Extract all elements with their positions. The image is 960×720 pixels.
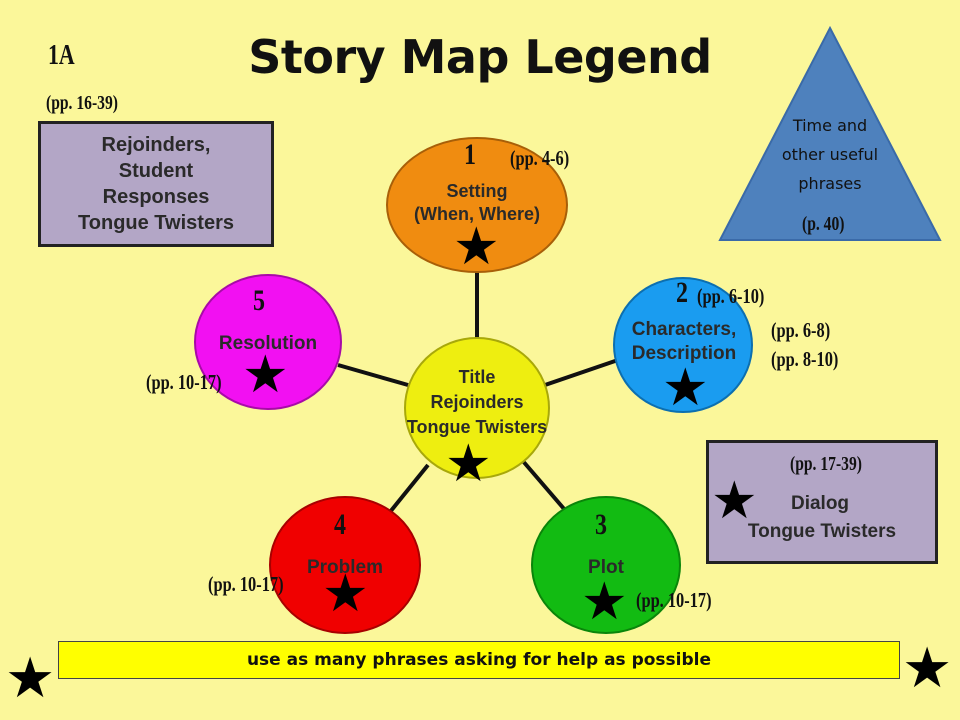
node-setting-line: (When, Where) bbox=[414, 203, 540, 224]
star-icon: ★ bbox=[5, 646, 56, 709]
node-setting-line: Setting bbox=[446, 181, 508, 201]
node-problem-number: 4 bbox=[334, 508, 346, 541]
triangle-pages: (p. 40) bbox=[802, 213, 845, 235]
star-icon: ★ bbox=[711, 472, 758, 530]
top-left-box-pages: (pp. 16-39) bbox=[46, 92, 118, 114]
node-characters-pages: (pp. 6-10) bbox=[697, 284, 765, 308]
star-icon: ★ bbox=[453, 218, 500, 276]
node-setting-label: Setting (When, Where) bbox=[387, 180, 567, 225]
node-plot-label: Plot bbox=[533, 556, 679, 580]
connector-characters bbox=[544, 358, 619, 387]
star-icon: ★ bbox=[902, 636, 953, 699]
connector-resolution bbox=[337, 363, 409, 387]
node-problem-pages: (pp. 10-17) bbox=[208, 572, 284, 596]
node-plot-shape bbox=[531, 496, 681, 634]
triangle-shape bbox=[718, 25, 942, 241]
triangle-line: Time and bbox=[792, 116, 868, 135]
dialog-box-line: Dialog bbox=[790, 493, 850, 514]
page-title: Story Map Legend bbox=[248, 30, 712, 84]
top-left-box-line: Tongue Twisters bbox=[78, 212, 234, 234]
triangle-line: phrases bbox=[798, 173, 862, 193]
star-icon: ★ bbox=[445, 435, 492, 493]
star-icon: ★ bbox=[242, 346, 289, 404]
center-line: Tongue Twisters bbox=[406, 417, 548, 438]
star-icon: ★ bbox=[322, 565, 369, 623]
node-resolution-pages: (pp. 10-17) bbox=[146, 370, 222, 394]
node-resolution-line: Resolution bbox=[218, 333, 318, 354]
connector-problem bbox=[388, 463, 430, 514]
node-problem-label: Problem bbox=[272, 556, 418, 580]
node-characters-label: Characters, Description bbox=[613, 318, 755, 366]
node-problem-line: Problem bbox=[306, 557, 384, 578]
node-characters-line: Description bbox=[631, 342, 737, 364]
node-plot-number: 3 bbox=[595, 508, 607, 541]
dialog-box bbox=[706, 440, 938, 564]
top-left-box-line: Rejoinders, bbox=[101, 134, 211, 156]
node-setting-pages: (pp. 4-6) bbox=[510, 146, 570, 170]
top-left-box-line: Student bbox=[118, 160, 194, 182]
node-plot-pages: (pp. 10-17) bbox=[636, 588, 712, 612]
node-resolution-label: Resolution bbox=[195, 332, 341, 356]
star-icon: ★ bbox=[662, 359, 709, 417]
node-resolution-number: 5 bbox=[253, 284, 265, 317]
top-left-box: Rejoinders, Student Responses Tongue Twi… bbox=[38, 121, 274, 247]
center-line: Rejoinders bbox=[430, 392, 524, 413]
dialog-box-pages: (pp. 17-39) bbox=[790, 453, 862, 475]
node-plot-line: Plot bbox=[588, 557, 624, 578]
connector-plot bbox=[520, 458, 567, 512]
triangle-line: other useful bbox=[781, 144, 879, 164]
star-icon: ★ bbox=[581, 573, 628, 631]
node-resolution-shape bbox=[194, 274, 342, 410]
top-left-box-line: Responses bbox=[102, 186, 210, 208]
node-characters-pages-2: (pp. 6-8) bbox=[771, 318, 831, 342]
center-line: Title bbox=[458, 367, 496, 387]
node-characters-pages-3: (pp. 8-10) bbox=[771, 347, 839, 371]
triangle-text: Time and other useful phrases bbox=[750, 112, 910, 198]
center-node-shape bbox=[404, 337, 550, 479]
node-characters-line: Characters, bbox=[631, 319, 737, 340]
node-setting-shape bbox=[386, 137, 568, 273]
node-characters-shape bbox=[613, 277, 753, 413]
node-setting-number: 1 bbox=[464, 138, 476, 171]
node-problem-shape bbox=[269, 496, 421, 634]
bottom-banner: use as many phrases asking for help as p… bbox=[58, 641, 900, 679]
corner-code: 1A bbox=[48, 40, 75, 71]
node-characters-number: 2 bbox=[676, 276, 688, 309]
center-node-label: Title Rejoinders Tongue Twisters bbox=[377, 365, 577, 441]
dialog-box-line: Tongue Twisters bbox=[747, 521, 897, 542]
